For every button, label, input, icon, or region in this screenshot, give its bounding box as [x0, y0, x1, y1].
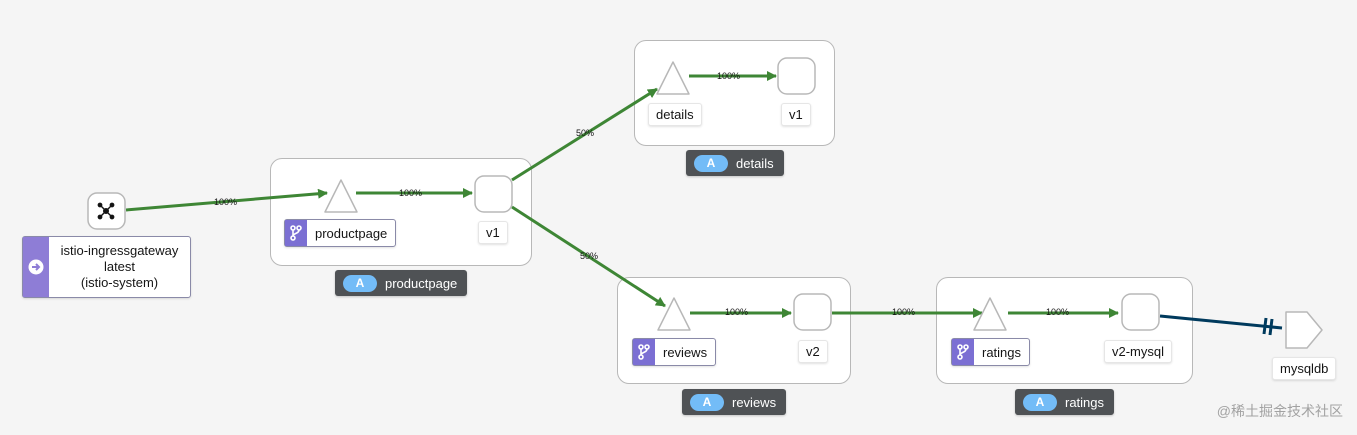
- reviews-app-badge[interactable]: A reviews: [682, 389, 787, 415]
- app-pill: A: [690, 393, 724, 411]
- reviews-version-label[interactable]: v2: [798, 340, 828, 363]
- service-name: ratings: [982, 344, 1022, 360]
- app-name: reviews: [732, 394, 777, 410]
- reviews-service-label[interactable]: reviews: [632, 338, 717, 366]
- app-pill: A: [343, 274, 377, 292]
- service-name: reviews: [663, 344, 708, 360]
- productpage-app-box[interactable]: [270, 158, 532, 266]
- gateway-version: latest: [103, 259, 136, 274]
- details-version-label[interactable]: v1: [781, 103, 811, 126]
- productpage-app-badge[interactable]: A productpage: [335, 270, 468, 296]
- app-pill: A: [1023, 393, 1057, 411]
- arrow-right-circle-icon: [23, 237, 49, 297]
- watermark: @稀土掘金技术社区: [1216, 403, 1343, 419]
- app-name: ratings: [1065, 394, 1105, 410]
- gateway-label[interactable]: istio-ingressgateway latest (istio-syste…: [22, 236, 191, 298]
- app-pill: A: [694, 154, 728, 172]
- reviews-app-box[interactable]: [617, 277, 851, 384]
- branch-icon: [633, 339, 655, 365]
- mysqldb-label[interactable]: mysqldb: [1272, 357, 1337, 380]
- app-name: details: [736, 155, 774, 171]
- ratings-app-badge[interactable]: A ratings: [1015, 389, 1115, 415]
- ratings-version-label[interactable]: v2-mysql: [1104, 340, 1173, 363]
- branch-icon: [952, 339, 974, 365]
- productpage-service-label[interactable]: productpage: [284, 219, 397, 247]
- productpage-version-label[interactable]: v1: [478, 221, 508, 244]
- details-app-badge[interactable]: A details: [686, 150, 784, 176]
- app-name: productpage: [385, 275, 458, 291]
- ratings-service-label[interactable]: ratings: [951, 338, 1031, 366]
- ratings-app-box[interactable]: [936, 277, 1193, 384]
- branch-icon: [285, 220, 307, 246]
- details-app-box[interactable]: [634, 40, 835, 146]
- details-service-label[interactable]: details: [648, 103, 702, 126]
- service-name: productpage: [315, 225, 388, 241]
- gateway-name: istio-ingressgateway: [60, 243, 179, 258]
- gateway-namespace: (istio-system): [80, 275, 159, 290]
